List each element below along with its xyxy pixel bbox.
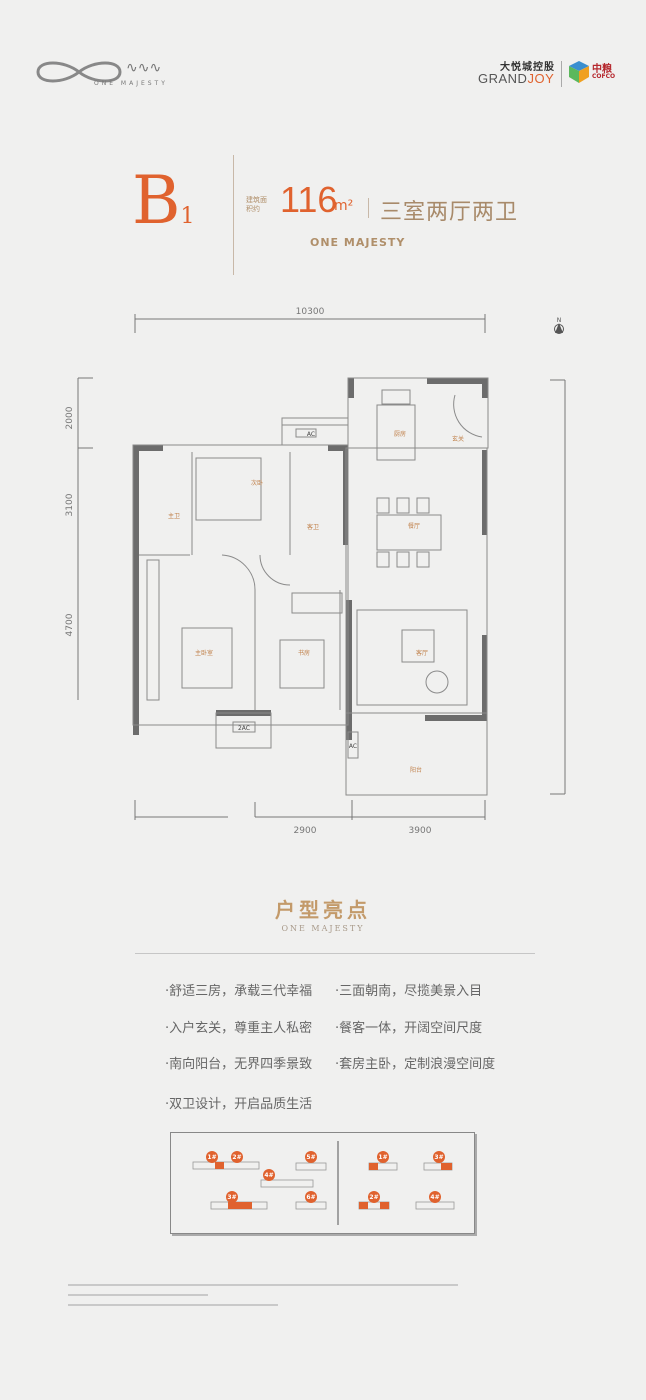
dimension-lines [77, 314, 566, 820]
developer-logos: 大悦城控股 GRANDJOY 中粮 COFCO [478, 58, 618, 88]
partner-cn: 中粮 [592, 64, 612, 75]
svg-text:N: N [557, 317, 562, 324]
building-label: 1# [378, 1154, 387, 1161]
building-label: 3# [434, 1154, 443, 1161]
highlight-item: ·南向阳台，无界四季景致 [165, 1057, 313, 1072]
dim-left-3: 4700 [65, 613, 75, 636]
dim-left-2: 3100 [65, 493, 75, 516]
infinity-logo-icon: ∿∿∿ [36, 60, 161, 83]
area-separator [368, 198, 369, 218]
room-guest-bath: 客卫 [307, 523, 319, 531]
highlights-title: 户型亮点 [275, 898, 371, 922]
room-living: 客厅 [416, 649, 428, 657]
building-label: 2# [232, 1154, 241, 1161]
developer-en: GRANDJOY [478, 71, 555, 86]
building-label: 4# [430, 1194, 439, 1201]
building-label: 2# [369, 1194, 378, 1201]
ac-label: AC [349, 743, 357, 750]
project-logo: ∿∿∿ ONE MAJESTY [34, 52, 179, 92]
building-label: 5# [306, 1154, 315, 1161]
building-label: 3# [227, 1194, 236, 1201]
dim-bottom-2: 3900 [409, 826, 432, 836]
svg-text:∿∿∿: ∿∿∿ [126, 60, 161, 76]
ac-label: 2AC [238, 725, 250, 732]
project-logo-text: ONE MAJESTY [94, 80, 168, 87]
room-study: 书房 [298, 649, 310, 657]
unit-code: B1 [132, 162, 195, 239]
room-kitchen: 厨房 [394, 430, 406, 438]
room-dining: 餐厅 [408, 522, 420, 530]
site-plan: 1# 2# 3# 4# 5# 6# 1# 2# 3# 4# [170, 1132, 475, 1234]
highlights-divider [135, 953, 535, 954]
dim-bottom-1: 2900 [294, 826, 317, 836]
highlight-item: ·三面朝南，尽揽美景入目 [335, 984, 483, 999]
highlight-item: ·餐客一体，开阔空间尺度 [335, 1021, 483, 1036]
developer-cn: 大悦城控股 [500, 62, 555, 73]
brand-name: ONE MAJESTY [310, 236, 406, 249]
room-master-bedroom: 主卧室 [195, 649, 213, 657]
dim-left-1: 2000 [65, 406, 75, 429]
dim-top: 10300 [296, 307, 325, 317]
disclaimer-line [68, 1294, 208, 1296]
highlight-item: ·套房主卧，定制浪漫空间度 [335, 1057, 496, 1072]
room-second-bedroom: 次卧 [251, 479, 263, 487]
area-label: 建筑面积约 [246, 196, 267, 213]
interior-lines [132, 377, 489, 796]
title-divider [233, 155, 234, 275]
room-master-bath: 主卫 [168, 512, 180, 520]
area-value: 116 [280, 179, 338, 220]
building-label: 4# [264, 1172, 273, 1179]
room-balcony: 阳台 [410, 766, 422, 774]
logo-divider [561, 61, 562, 87]
highlight-item: ·双卫设计，开启品质生活 [165, 1097, 313, 1112]
highlights-subtitle: ONE MAJESTY [281, 924, 365, 933]
building-label: 6# [306, 1194, 315, 1201]
ac-label: AC [307, 431, 315, 438]
layout-type: 三室两厅两卫 [380, 200, 519, 225]
partner-en: COFCO [592, 73, 616, 80]
room-foyer: 玄关 [452, 435, 464, 443]
floor-plan: 10300 2000 3100 4700 2900 3900 N AC 2AC [65, 307, 566, 836]
area-unit: m² [334, 198, 354, 214]
cofco-cube-icon [569, 61, 589, 83]
highlight-item: ·入户玄关，尊重主人私密 [165, 1021, 313, 1036]
building-label: 1# [207, 1154, 216, 1161]
disclaimer-line [68, 1284, 458, 1286]
disclaimer-line [68, 1304, 278, 1306]
north-arrow-icon: N [554, 317, 564, 334]
highlight-item: ·舒适三房，承载三代幸福 [165, 984, 313, 999]
